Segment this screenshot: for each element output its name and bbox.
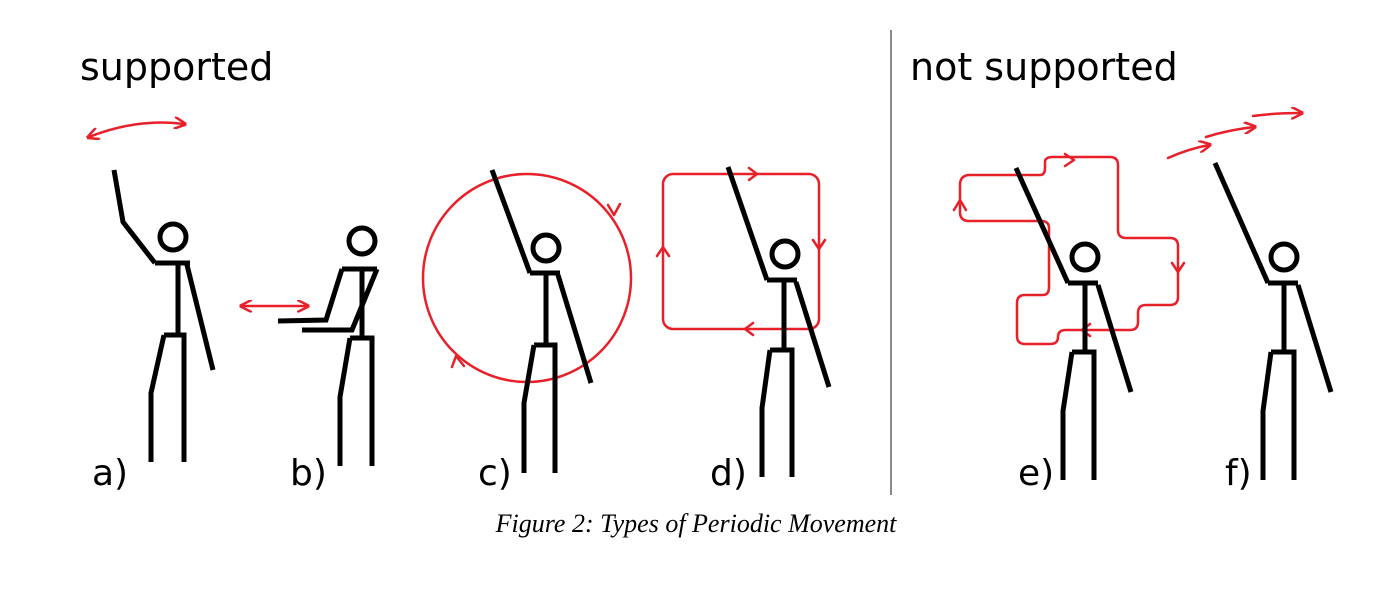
motion-circle [421, 172, 633, 384]
square-arrowhead-bottom [743, 321, 755, 337]
lowered-arm [1295, 284, 1334, 393]
irregular-arrowhead-right [1170, 261, 1186, 274]
right-leg [1072, 349, 1097, 480]
right-leg [164, 332, 187, 462]
stick-figure-a [111, 169, 216, 462]
drift-arrow-2 [1204, 127, 1254, 139]
left-leg [1060, 351, 1075, 480]
raised-arm [1212, 161, 1271, 285]
panel-c: c) [421, 169, 633, 494]
panel-d: d) [655, 166, 832, 494]
motion-irregular-path [958, 155, 1180, 346]
panel-label-d: d) [710, 453, 747, 494]
lowered-arm [555, 274, 594, 384]
irregular-arrowhead-top [1063, 152, 1076, 168]
head [1268, 241, 1300, 273]
irregular-arrowhead-left [952, 198, 968, 212]
panel-e: e) [952, 152, 1186, 494]
right-leg [770, 347, 795, 477]
motion-square [661, 172, 821, 331]
raised-arm [489, 169, 533, 274]
head [1069, 241, 1101, 273]
extended-arm [277, 268, 345, 324]
circle-arrowhead-upper [606, 202, 622, 217]
panel-f: f) [1166, 113, 1334, 494]
head [769, 238, 801, 270]
head [346, 225, 378, 257]
not-supported-heading: not supported [910, 45, 1178, 89]
stick-figure-c [489, 169, 594, 473]
lowered-arm [184, 264, 216, 371]
stick-figure-d [725, 166, 832, 477]
motion-arrow-swing [89, 123, 184, 137]
right-leg [350, 335, 375, 466]
bent-arm [302, 268, 380, 333]
supported-heading: supported [80, 45, 273, 89]
left-leg [148, 334, 167, 462]
lowered-arm [793, 281, 832, 388]
drift-arrow-3 [1251, 113, 1301, 116]
square-arrowhead-right [811, 238, 827, 251]
raised-arm [1013, 166, 1071, 285]
left-leg [337, 337, 353, 466]
right-leg [1271, 349, 1297, 480]
raised-arm [725, 166, 770, 281]
drift-arrow-1 [1166, 145, 1209, 160]
stick-figure-b [277, 225, 380, 466]
head [157, 221, 189, 253]
lowered-arm [1095, 284, 1134, 393]
panel-label-a: a) [92, 453, 128, 494]
raised-arm [111, 169, 157, 265]
left-leg [759, 349, 773, 477]
square-arrowhead-top [747, 166, 759, 182]
left-leg [521, 344, 537, 473]
circle-arrowhead-lower [450, 354, 466, 369]
panel-b: b) [242, 225, 380, 494]
left-leg [1260, 351, 1274, 480]
stick-figure-e [1013, 166, 1134, 480]
panel-label-f: f) [1225, 453, 1252, 494]
panel-label-e: e) [1018, 453, 1054, 494]
right-leg [534, 342, 558, 473]
stick-figure-f [1212, 161, 1334, 480]
panel-label-c: c) [478, 453, 512, 494]
panel-a: a) [89, 123, 216, 494]
figure-caption: Figure 2: Types of Periodic Movement [495, 509, 897, 538]
square-arrowhead-left [655, 245, 671, 258]
panel-label-b: b) [290, 453, 327, 494]
head [530, 232, 562, 264]
